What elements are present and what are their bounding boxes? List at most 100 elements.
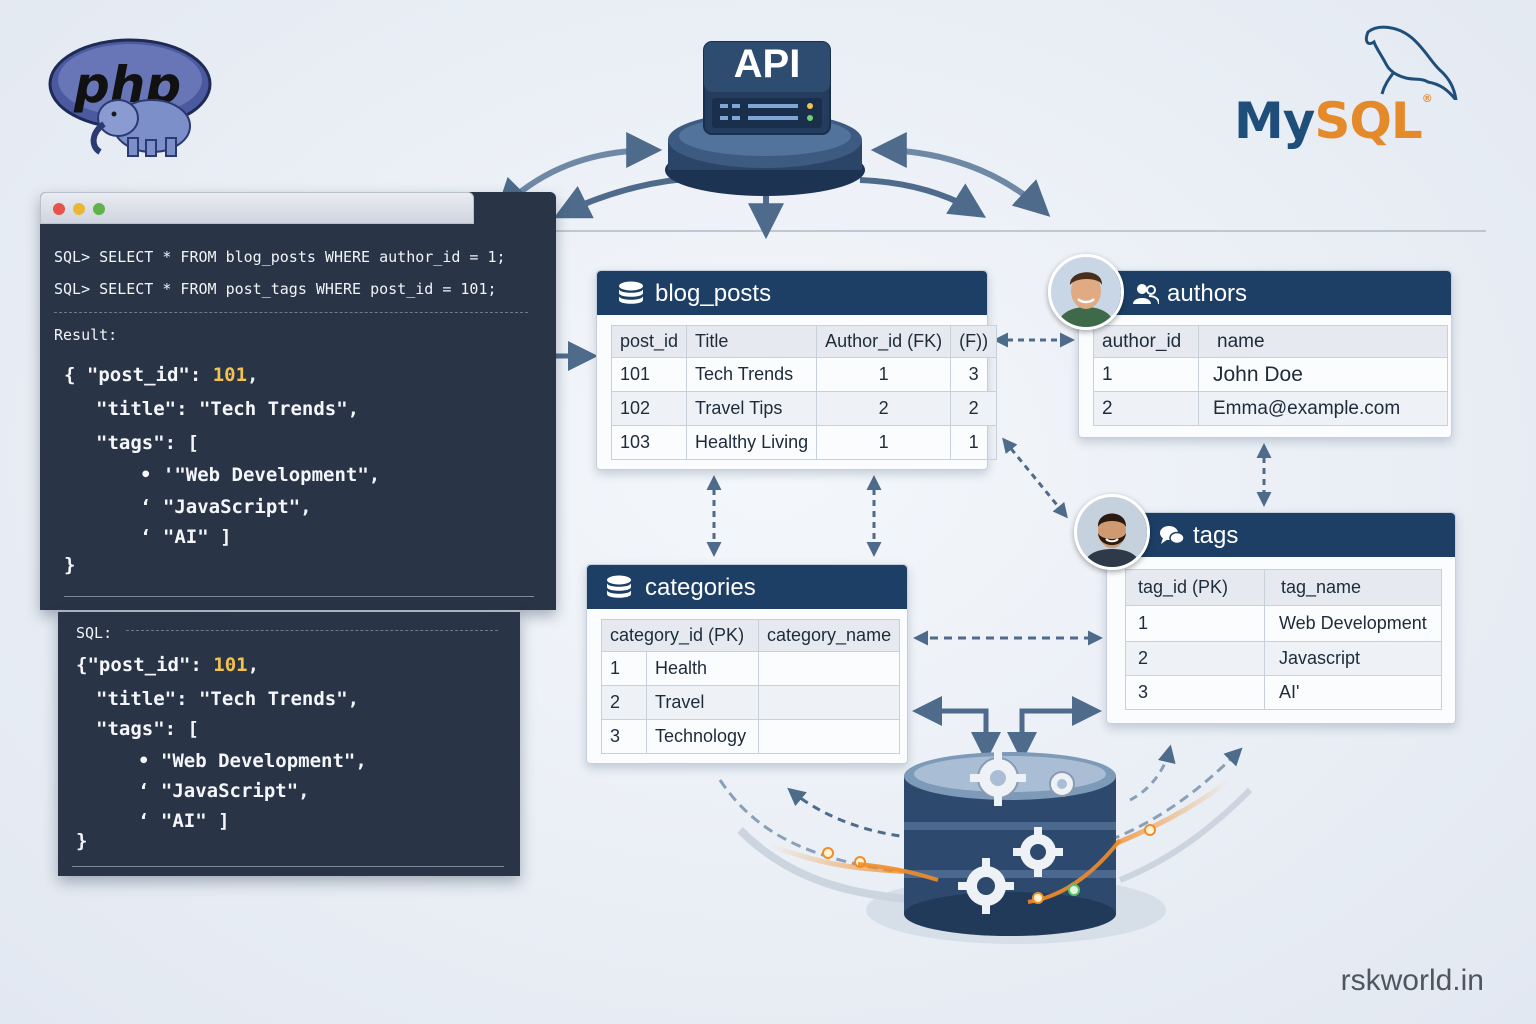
- cell: 3: [601, 719, 647, 754]
- col-post-id: post_id: [610, 325, 688, 358]
- result-label: Result:: [54, 326, 118, 344]
- categories-title: categories: [645, 574, 756, 601]
- table-row: 1 Health: [601, 651, 901, 686]
- json-line-2: "title": "Tech Trends",: [96, 398, 360, 420]
- cell: 101: [610, 357, 688, 392]
- mysql-logo: MySQL®: [1228, 20, 1468, 150]
- table-row: 3 AI': [1125, 675, 1442, 710]
- gear-icon: [958, 858, 1014, 914]
- cell: 3: [1125, 675, 1265, 710]
- table-row: 3 Technology: [601, 719, 901, 754]
- blog-posts-header: blog_posts: [597, 271, 987, 315]
- cell: Travel Tips: [686, 391, 818, 426]
- json-line-4: • '"Web Development",: [140, 464, 381, 486]
- authors-title: authors: [1167, 280, 1248, 307]
- elephant-icon: [90, 99, 191, 157]
- cell: 2: [1093, 391, 1199, 426]
- categories-header: categories: [587, 565, 907, 609]
- cell: 1: [816, 357, 952, 392]
- cell: 2: [1125, 641, 1265, 676]
- flow-swoosh-4: [1109, 747, 1243, 842]
- database-engine: [857, 748, 1178, 948]
- gear-icon: [1049, 771, 1075, 797]
- minimize-icon[interactable]: [73, 203, 85, 215]
- col-category-id: category_id (PK): [601, 619, 759, 652]
- engine-arrow-left: [912, 696, 1001, 762]
- cell: 102: [610, 391, 688, 426]
- col-fk: (F)): [950, 325, 998, 358]
- flow-swoosh-6: [1118, 787, 1253, 883]
- terminal-title-bar: [40, 192, 474, 224]
- users-icon: [1133, 284, 1159, 305]
- cell: Tech Trends: [686, 357, 818, 392]
- table-row: 101 Tech Trends 1 3: [610, 357, 998, 392]
- tags-grid: tag_id (PK) tag_name 1 Web Development 2…: [1125, 569, 1442, 710]
- flow-swoosh-2: [787, 787, 901, 838]
- cell: 1: [1125, 605, 1265, 642]
- cell: Health: [646, 651, 759, 686]
- tags-title: tags: [1193, 522, 1239, 549]
- table-row: 102 Travel Tips 2 2: [610, 391, 998, 426]
- blog-posts-title: blog_posts: [655, 280, 772, 307]
- blog-posts-table-card: blog_posts post_id Title Author_id (FK) …: [596, 270, 998, 470]
- sql-query-2: SQL> SELECT * FROM post_tags WHERE post_…: [54, 280, 497, 298]
- database-icon: [607, 575, 631, 598]
- mysql-wordmark: MySQL®: [1234, 92, 1433, 150]
- col-category-name: category_name: [757, 619, 901, 652]
- output-json-line-1: {"post_id": 101,: [76, 654, 260, 676]
- cell: Travel: [646, 685, 759, 720]
- cell: 1: [1093, 357, 1199, 392]
- authors-table-card: authors author_id name 1 John Doe 2 Emma…: [1078, 270, 1452, 438]
- cell: 2: [601, 685, 647, 720]
- cell: Javascript: [1264, 641, 1442, 676]
- sql-query-1: SQL> SELECT * FROM blog_posts WHERE auth…: [54, 248, 506, 266]
- close-icon[interactable]: [53, 203, 65, 215]
- table-row: 1 Web Development: [1125, 605, 1442, 642]
- cell: Emma@example.com: [1198, 391, 1448, 426]
- gear-icon: [1013, 827, 1063, 877]
- tag-icon: [1160, 526, 1185, 545]
- table-row: 103 Healthy Living 1 1: [610, 425, 998, 460]
- cell: Web Development: [1264, 605, 1442, 642]
- blog-posts-grid: post_id Title Author_id (FK) (F)) 101 Te…: [610, 325, 998, 460]
- sql-output-panel: SQL: {"post_id": 101, "title": "Tech Tre…: [58, 612, 520, 876]
- cell: 1: [601, 651, 647, 686]
- posts-tags-link: [1002, 437, 1068, 519]
- gear-icon: [970, 750, 1026, 806]
- cell: 3: [950, 357, 998, 392]
- categories-table-card: categories category_id (PK) category_nam…: [586, 564, 908, 764]
- terminal-divider: [54, 312, 528, 313]
- authors-grid: author_id name 1 John Doe 2 Emma@example…: [1093, 325, 1448, 426]
- output-json-line-4: • "Web Development",: [138, 750, 367, 772]
- api-arrow-right-outer: [870, 132, 1051, 217]
- col-author-id: Author_id (FK): [816, 325, 952, 358]
- cell: Healthy Living: [686, 425, 818, 460]
- tags-header: tags: [1107, 513, 1455, 557]
- watermark: rskworld.in: [1340, 964, 1484, 997]
- sql-label: SQL:: [76, 624, 113, 642]
- authors-header: authors: [1079, 271, 1451, 315]
- col-tag-name: tag_name: [1264, 569, 1442, 606]
- categories-grid: category_id (PK) category_name 1 Health …: [601, 619, 901, 754]
- json-line-5: ‘ "JavaScript",: [140, 496, 312, 518]
- json-line-1: { "post_id": 101,: [64, 364, 259, 386]
- maximize-icon[interactable]: [93, 203, 105, 215]
- output-json-line-3: "tags": [: [96, 718, 199, 740]
- json-line-3: "tags": [: [96, 432, 199, 454]
- cell: [757, 685, 901, 720]
- cell: 2: [816, 391, 952, 426]
- output-json-line-2: "title": "Tech Trends",: [96, 688, 360, 710]
- col-author-id: author_id: [1093, 325, 1199, 358]
- api-label: API: [733, 42, 801, 86]
- database-icon: [619, 281, 643, 304]
- cell: [757, 719, 901, 754]
- cell: [757, 651, 901, 686]
- cell: John Doe: [1198, 357, 1448, 392]
- json-line-6: ‘ "AI" ]: [140, 526, 232, 548]
- dolphin-icon: [1364, 25, 1458, 100]
- engine-arrow-right: [1007, 696, 1102, 762]
- table-row: 1 John Doe: [1093, 357, 1448, 392]
- api-arrow-right-inner: [859, 177, 987, 218]
- table-row: 2 Travel: [601, 685, 901, 720]
- cell: 1: [950, 425, 998, 460]
